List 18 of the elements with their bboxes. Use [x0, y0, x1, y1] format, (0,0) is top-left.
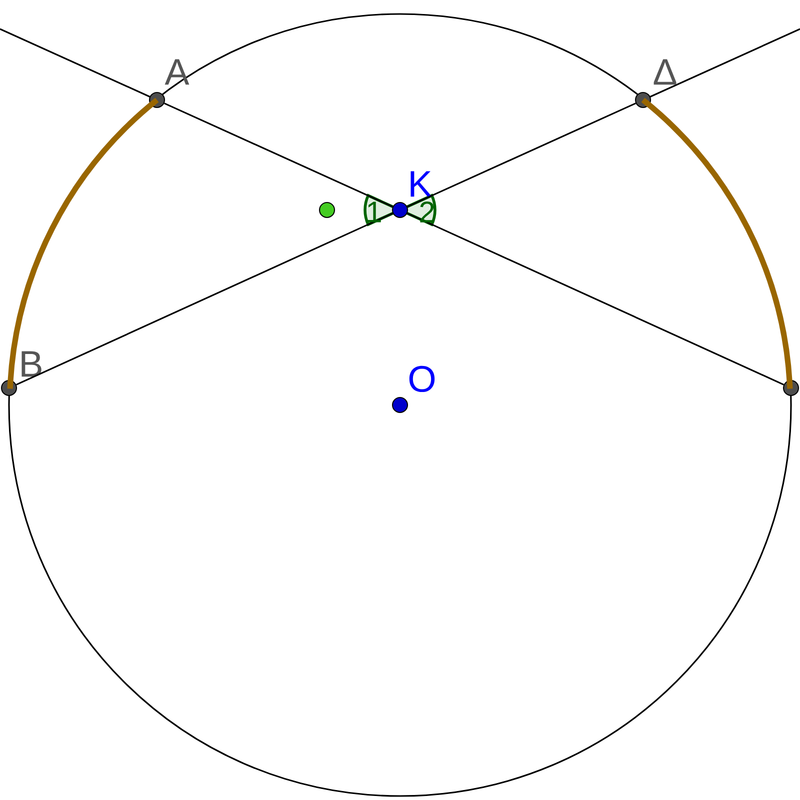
point: O [392, 366, 435, 414]
angle-label: 1 [368, 202, 381, 222]
line-segment [16, 212, 394, 386]
arc [7, 98, 159, 390]
line-segment [406, 212, 784, 386]
node-label: O [409, 366, 435, 392]
point: B [0, 351, 42, 396]
line-segment [407, 102, 636, 208]
node-label: A [164, 59, 190, 85]
point [318, 202, 336, 218]
node-label: B [22, 351, 42, 377]
node-label: K [410, 171, 432, 197]
point: A [148, 59, 190, 108]
point: Δ [634, 59, 676, 108]
node-label: Δ [654, 59, 676, 85]
line-segment [164, 102, 394, 208]
arc [641, 98, 793, 390]
point [782, 380, 800, 396]
